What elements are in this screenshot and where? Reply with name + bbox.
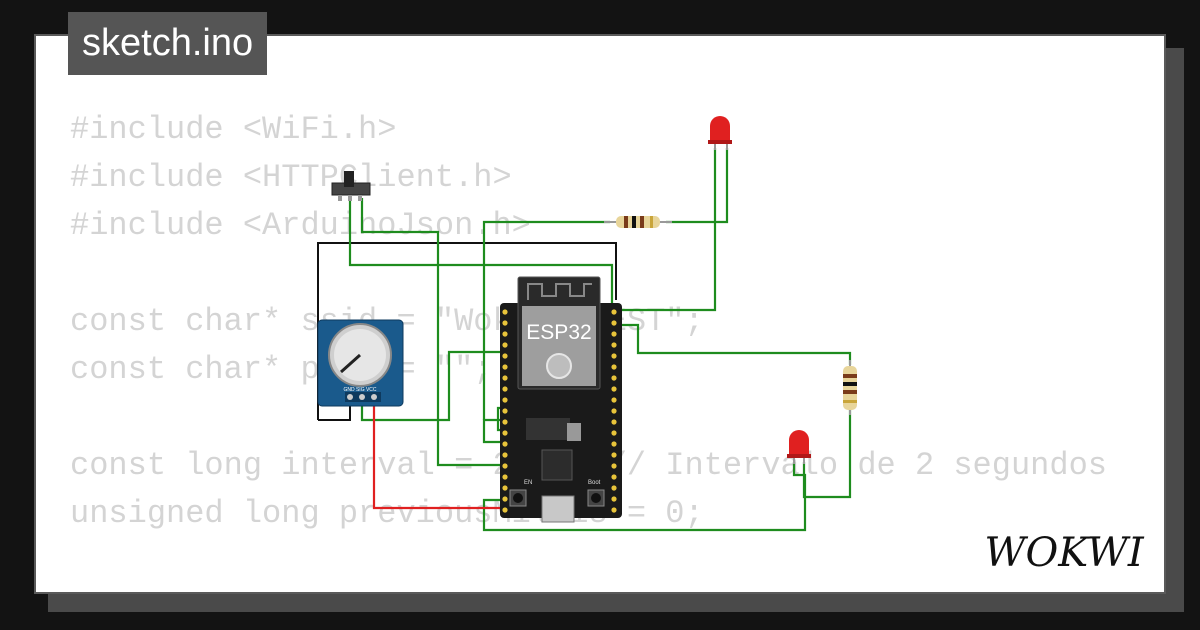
board-pin xyxy=(611,375,617,381)
board-pin xyxy=(611,408,617,414)
resistor-right[interactable] xyxy=(843,360,857,415)
slide-switch[interactable] xyxy=(331,171,371,201)
green-wire-switch xyxy=(360,198,503,467)
board-pin xyxy=(502,364,508,370)
brand-logo-text: WOKWI xyxy=(984,530,1144,576)
code-line: const long interval = 2000; // Intervalo… xyxy=(70,447,1107,484)
green-wire-resistor-right-2 xyxy=(802,410,852,499)
red-wire xyxy=(372,397,503,510)
led-top[interactable] xyxy=(708,116,732,150)
green-wire-pot xyxy=(360,350,503,422)
board-pin xyxy=(502,353,508,359)
code-line: #include <WiFi.h> xyxy=(70,111,397,148)
board-pin xyxy=(611,331,617,337)
board-pins xyxy=(502,309,617,513)
led-bottom[interactable] xyxy=(787,430,811,464)
green-wire-resistor-top xyxy=(482,220,610,420)
board-pin xyxy=(502,485,508,491)
board-pin xyxy=(502,331,508,337)
code-line: // Definição dos pinos xyxy=(70,586,1107,592)
board-pin xyxy=(502,408,508,414)
board-pin xyxy=(611,397,617,403)
board-pin xyxy=(502,452,508,458)
board-pin xyxy=(502,397,508,403)
board-pin xyxy=(611,474,617,480)
board-pin xyxy=(502,309,508,315)
code-line: #include <HTTPClient.h> xyxy=(70,159,512,196)
potentiometer-pin-label: GND SIG VCC xyxy=(343,387,376,393)
en-button-label: EN xyxy=(524,480,532,486)
wokwi-logo-icon: WOKWI xyxy=(984,530,1144,576)
board-pin xyxy=(502,342,508,348)
boot-button-label: Boot xyxy=(588,480,601,486)
code-line: #include <ArduinoJson.h> xyxy=(70,207,531,244)
filename-tab: sketch.ino xyxy=(68,12,268,75)
board-pin xyxy=(502,463,508,469)
board-pin xyxy=(611,364,617,370)
board-pin xyxy=(611,485,617,491)
board-pin xyxy=(611,452,617,458)
board-pin xyxy=(502,496,508,502)
board-pin xyxy=(611,342,617,348)
board-pin xyxy=(611,309,617,315)
board-pin xyxy=(611,419,617,425)
board-pin xyxy=(611,320,617,326)
board-pin xyxy=(611,507,617,513)
resistor-top[interactable] xyxy=(604,216,672,228)
green-wire-switch-2 xyxy=(348,198,614,308)
potentiometer[interactable]: GND SIG VCC xyxy=(317,319,404,407)
board-pin xyxy=(611,463,617,469)
board-pin xyxy=(502,474,508,480)
board-pin xyxy=(611,386,617,392)
board-pin xyxy=(611,496,617,502)
board-pin xyxy=(502,441,508,447)
board-pin xyxy=(611,441,617,447)
board-pin xyxy=(502,375,508,381)
espressif-logo-icon xyxy=(546,353,572,379)
green-wire-led-top xyxy=(622,148,717,312)
board-pin xyxy=(611,353,617,359)
board-pin xyxy=(502,507,508,513)
board-pin xyxy=(502,320,508,326)
esp32-board[interactable]: ESP32 EN Boot xyxy=(500,276,622,523)
board-pin xyxy=(502,386,508,392)
green-wire-resistor-right xyxy=(622,323,852,365)
green-wire-led-bottom xyxy=(482,462,807,532)
green-wire-resistor-top-2 xyxy=(666,148,729,224)
board-pin xyxy=(502,430,508,436)
green-wire-board-left xyxy=(482,418,503,444)
board-pin xyxy=(502,419,508,425)
board-pin xyxy=(611,430,617,436)
board-label: ESP32 xyxy=(526,321,591,344)
